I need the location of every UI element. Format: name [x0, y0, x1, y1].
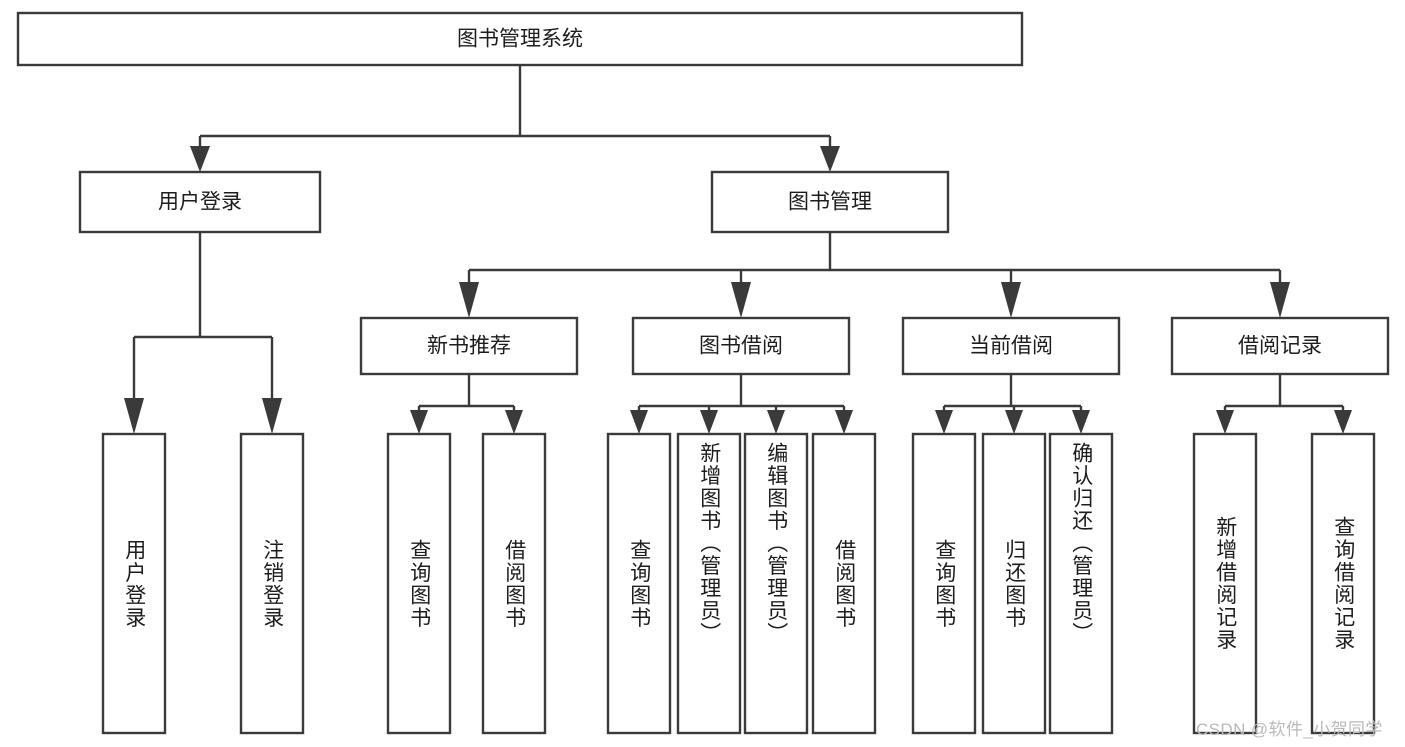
leaf-box-query-book-nb[interactable]: [386, 432, 452, 735]
node-new-book-recommend-label: 新书推荐: [427, 335, 511, 358]
connector-group-book-borrow: [630, 374, 853, 434]
arrowhead-icon: [835, 410, 853, 434]
connector-group-current-borrow: [935, 374, 1090, 434]
leaf-box-query-borrow-record[interactable]: [1310, 432, 1376, 735]
arrowhead-icon: [1334, 410, 1352, 434]
arrowhead-icon: [1216, 410, 1234, 434]
leaf-box-logout[interactable]: [239, 432, 305, 735]
leaf-box-borrow-book-nb[interactable]: [481, 432, 547, 735]
connector-group-root: [190, 65, 840, 172]
leaf-box-add-borrow-record[interactable]: [1192, 432, 1258, 735]
leaf-box-add-book-admin[interactable]: [676, 432, 742, 735]
arrowhead-icon: [700, 410, 718, 434]
leaf-box-query-book-cb[interactable]: [911, 432, 977, 735]
node-new-book-recommend-box[interactable]: [359, 316, 579, 376]
arrowhead-icon: [190, 146, 210, 172]
arrowhead-icon: [1001, 282, 1021, 318]
arrowhead-icon: [820, 146, 840, 172]
node-user-login[interactable]: 用户登录: [78, 170, 322, 234]
leaf-box-group: [101, 432, 1376, 735]
connector-group-user-login: [124, 232, 282, 434]
node-user-login-label: 用户登录: [158, 191, 242, 214]
node-borrow-record-label: 借阅记录: [1238, 335, 1322, 358]
node-book-management[interactable]: 图书管理: [710, 170, 950, 234]
leaf-box-return-book[interactable]: [981, 432, 1047, 735]
node-root-label: 图书管理系统: [457, 28, 583, 51]
node-user-login-box[interactable]: [78, 170, 322, 234]
leaf-box-confirm-return-admin[interactable]: [1048, 432, 1114, 735]
arrowhead-icon: [124, 398, 144, 434]
node-book-borrow-box[interactable]: [631, 316, 851, 376]
node-borrow-record[interactable]: 借阅记录: [1170, 316, 1390, 376]
arrowhead-icon: [1072, 410, 1090, 434]
connector-group-book-management: [459, 232, 1290, 318]
arrowhead-icon: [505, 410, 523, 434]
node-book-management-box[interactable]: [710, 170, 950, 234]
arrowhead-icon: [935, 410, 953, 434]
watermark-text: CSDN @软件_小贺同学: [1196, 720, 1383, 739]
node-root[interactable]: 图书管理系统: [16, 11, 1024, 67]
arrowhead-icon: [262, 398, 282, 434]
node-new-book-recommend[interactable]: 新书推荐: [359, 316, 579, 376]
node-book-borrow[interactable]: 图书借阅: [631, 316, 851, 376]
arrowhead-icon: [767, 410, 785, 434]
arrowhead-icon: [410, 410, 428, 434]
arrowhead-icon: [630, 410, 648, 434]
arrowhead-icon: [731, 282, 751, 318]
node-current-borrow-box[interactable]: [901, 316, 1121, 376]
leaf-box-query-book-bb[interactable]: [606, 432, 672, 735]
arrowhead-icon: [1005, 410, 1023, 434]
arrowhead-icon: [459, 282, 479, 318]
leaf-box-user-login[interactable]: [101, 432, 167, 735]
arrowhead-icon: [1270, 282, 1290, 318]
leaf-box-borrow-book-bb[interactable]: [811, 432, 877, 735]
connector-group-new-book-recommend: [410, 374, 523, 434]
node-book-management-label: 图书管理: [788, 191, 872, 214]
connector-group-borrow-record: [1216, 374, 1352, 434]
node-book-borrow-label: 图书借阅: [699, 335, 783, 358]
node-borrow-record-box[interactable]: [1170, 316, 1390, 376]
node-root-box[interactable]: [16, 11, 1024, 67]
leaf-box-edit-book-admin[interactable]: [743, 432, 809, 735]
node-current-borrow[interactable]: 当前借阅: [901, 316, 1121, 376]
node-current-borrow-label: 当前借阅: [969, 335, 1053, 358]
